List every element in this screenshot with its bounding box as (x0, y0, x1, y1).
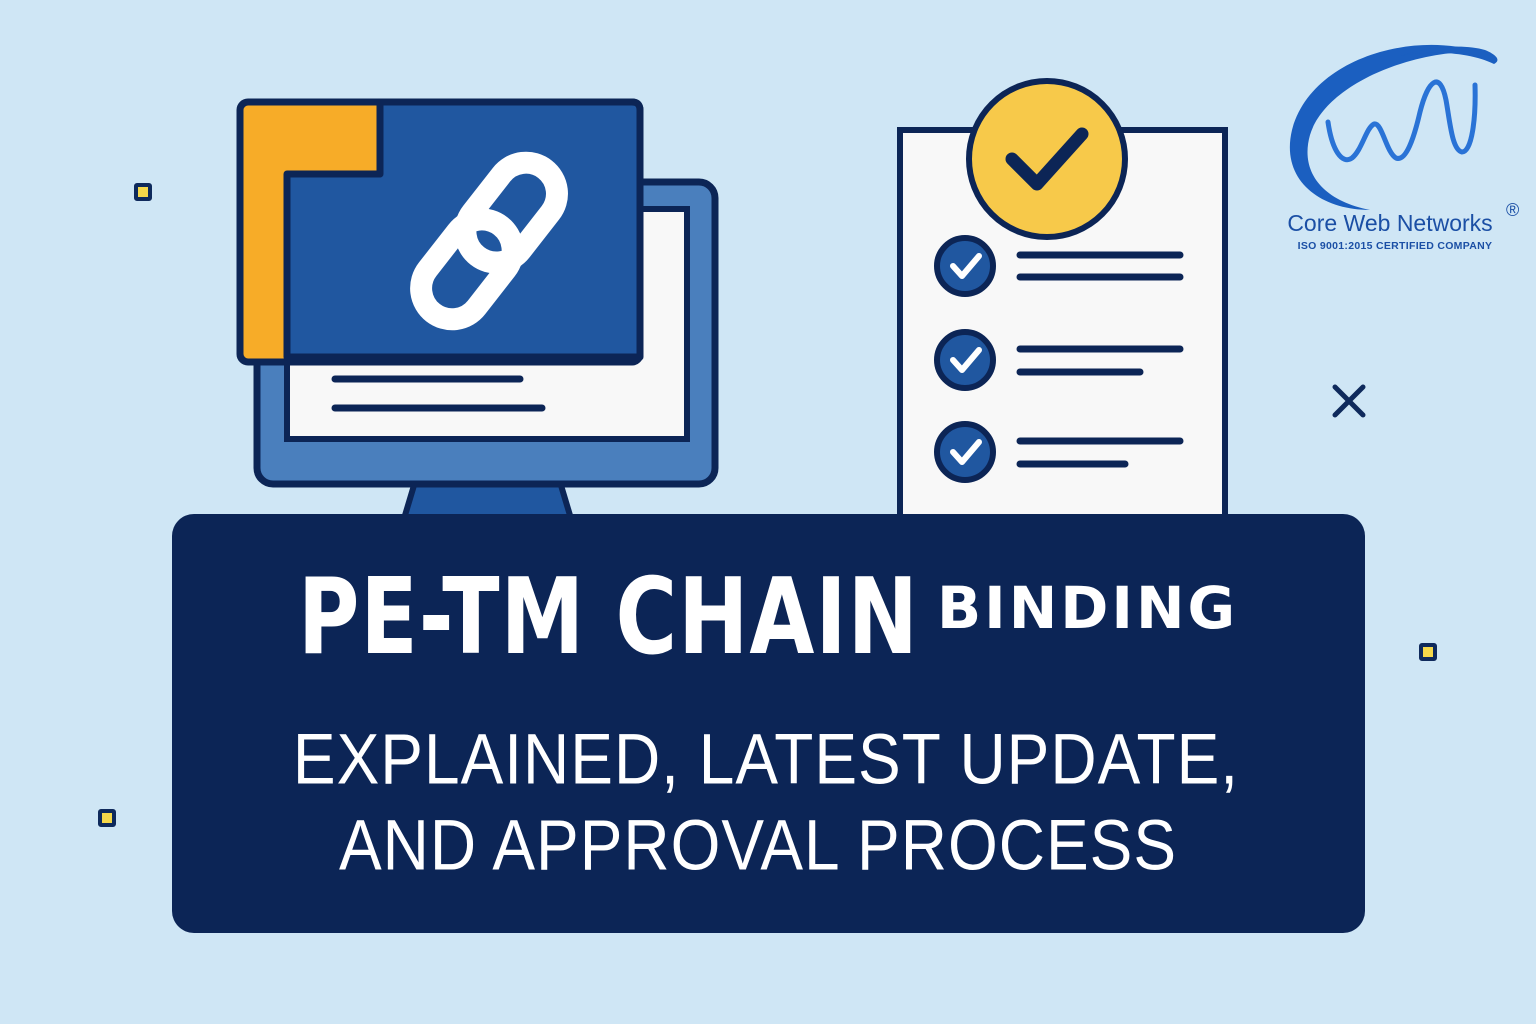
close-icon (1332, 384, 1366, 418)
title-banner (172, 514, 1365, 933)
logo-registered-mark: ® (1506, 200, 1520, 220)
title-main: PE-TM CHAIN (297, 555, 919, 679)
logo-tagline: ISO 9001:2015 CERTIFIED COMPANY (1297, 240, 1493, 252)
check-item-3 (934, 421, 1184, 483)
chain-link-icon (410, 151, 568, 331)
core-web-networks-logo (1289, 44, 1498, 211)
logo-name: Core Web Networks (1287, 210, 1493, 236)
check-circle-icon (966, 78, 1128, 240)
decor-square-2 (1419, 643, 1437, 661)
subtitle-line-1: EXPLAINED, LATEST UPDATE, (292, 718, 1240, 800)
decor-square-1 (134, 183, 152, 201)
check-item-2 (934, 329, 1184, 391)
monitor-icon (236, 98, 719, 532)
title-accent: BINDING (936, 574, 1239, 642)
check-item-1 (934, 235, 1184, 297)
decor-square-3 (98, 809, 116, 827)
subtitle-line-2: AND APPROVAL PROCESS (338, 804, 1178, 886)
